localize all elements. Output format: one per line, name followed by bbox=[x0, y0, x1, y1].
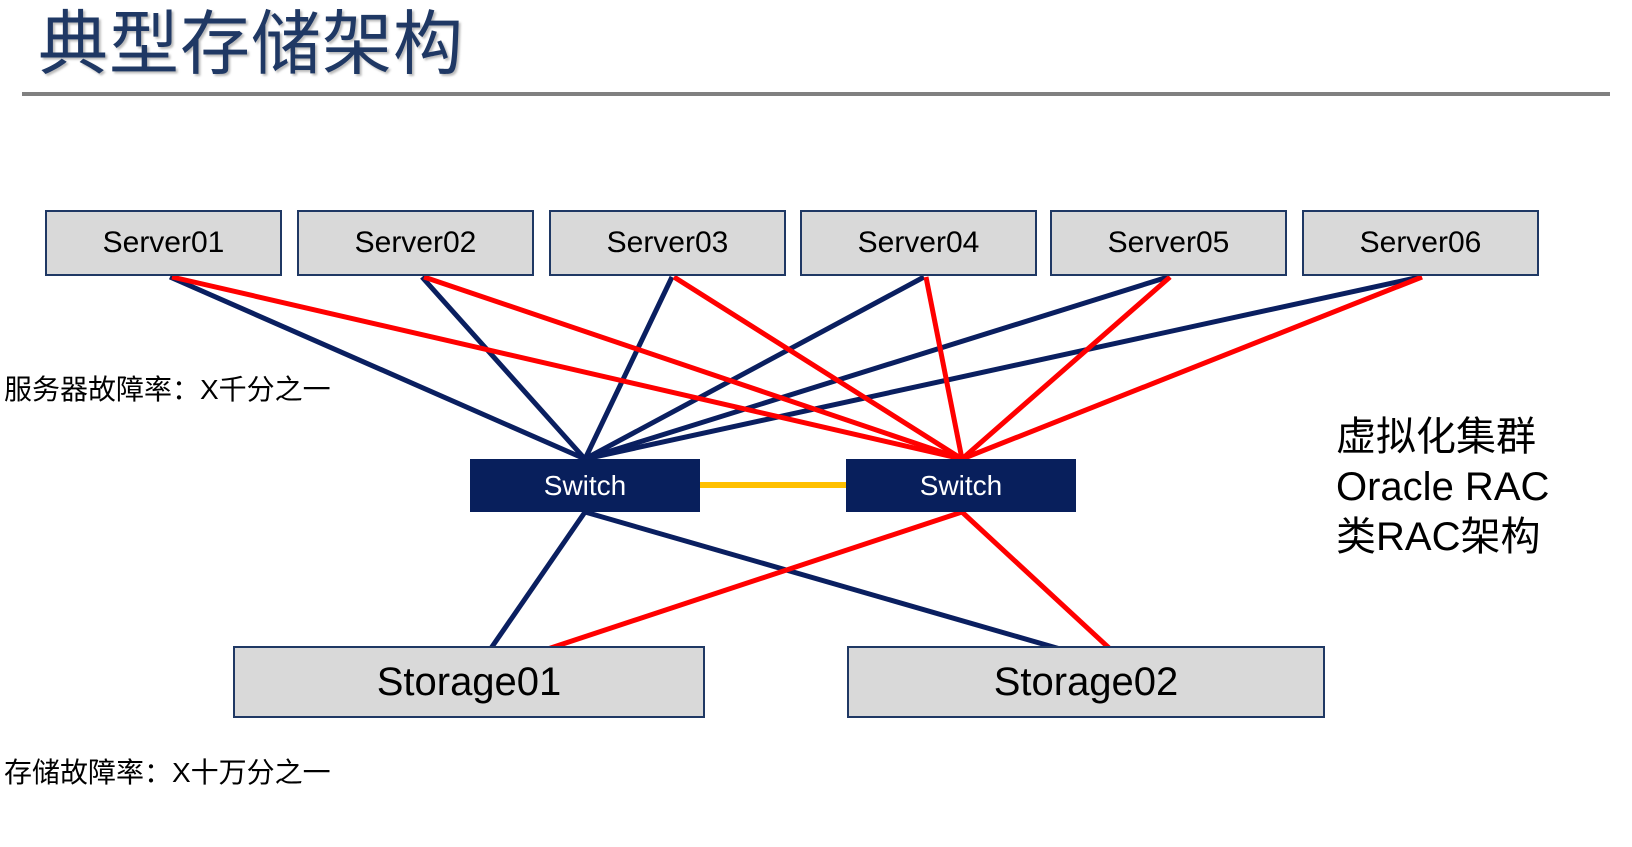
link-server03-switch2 bbox=[672, 274, 964, 462]
server-to-switch2-links bbox=[171, 274, 1423, 462]
cluster-note-line-1: 虚拟化集群 bbox=[1336, 415, 1536, 459]
server-node-2[interactable]: Server02 bbox=[297, 210, 534, 276]
switch-node-label: Switch bbox=[919, 469, 1003, 501]
link-server01-switch1 bbox=[168, 274, 587, 462]
link-server06-switch1 bbox=[584, 274, 1421, 462]
switch-node-label: Switch bbox=[543, 469, 627, 501]
storage-node-label: Storage01 bbox=[376, 659, 562, 704]
link-switch2-storage01 bbox=[477, 509, 963, 675]
link-switch1-storage01 bbox=[473, 510, 588, 672]
server-node-label: Server06 bbox=[1359, 226, 1482, 259]
storage-node-label: Storage02 bbox=[993, 659, 1179, 704]
server-node-label: Server04 bbox=[857, 226, 980, 259]
cluster-note-line-3: 类RAC架构 bbox=[1336, 515, 1541, 559]
link-switch1-storage02 bbox=[584, 509, 1134, 673]
switch-node-1[interactable]: Switch bbox=[470, 459, 700, 512]
link-server03-switch1 bbox=[582, 275, 675, 461]
link-server04-switch1 bbox=[583, 274, 926, 462]
storage-failure-rate-note: 存储故障率：X十万分之一 bbox=[4, 757, 331, 788]
storage-node-2[interactable]: Storage02 bbox=[847, 646, 1325, 718]
server-node-1[interactable]: Server01 bbox=[45, 210, 282, 276]
server-failure-rate-note: 服务器故障率：X千分之一 bbox=[4, 374, 331, 405]
link-server06-switch2 bbox=[961, 274, 1423, 462]
link-server04-switch2 bbox=[923, 276, 965, 460]
switch2-to-storage-links bbox=[477, 509, 1137, 675]
link-server05-switch1 bbox=[584, 274, 1169, 462]
link-server01-switch2 bbox=[171, 274, 963, 462]
server-node-3[interactable]: Server03 bbox=[549, 210, 786, 276]
server-node-label: Server02 bbox=[354, 226, 477, 259]
server-node-label: Server01 bbox=[102, 226, 225, 259]
cluster-note-line-2: Oracle RAC bbox=[1336, 465, 1550, 509]
storage-node-1[interactable]: Storage01 bbox=[233, 646, 705, 718]
switch1-to-storage-links bbox=[473, 509, 1134, 673]
link-server05-switch2 bbox=[960, 275, 1172, 461]
server-node-label: Server03 bbox=[606, 226, 729, 259]
link-server02-switch1 bbox=[420, 275, 587, 461]
server-node-6[interactable]: Server06 bbox=[1302, 210, 1539, 276]
server-node-5[interactable]: Server05 bbox=[1050, 210, 1287, 276]
link-switch2-storage02 bbox=[960, 510, 1137, 674]
switch-node-2[interactable]: Switch bbox=[846, 459, 1076, 512]
page-title: 典型存储架构 bbox=[38, 5, 464, 83]
server-node-4[interactable]: Server04 bbox=[800, 210, 1037, 276]
title-divider bbox=[22, 92, 1610, 96]
server-to-switch1-links bbox=[168, 274, 1421, 462]
link-server02-switch2 bbox=[423, 274, 963, 462]
cluster-note: 虚拟化集群 Oracle RAC 类RAC架构 bbox=[1336, 412, 1549, 562]
server-node-label: Server05 bbox=[1107, 226, 1230, 259]
